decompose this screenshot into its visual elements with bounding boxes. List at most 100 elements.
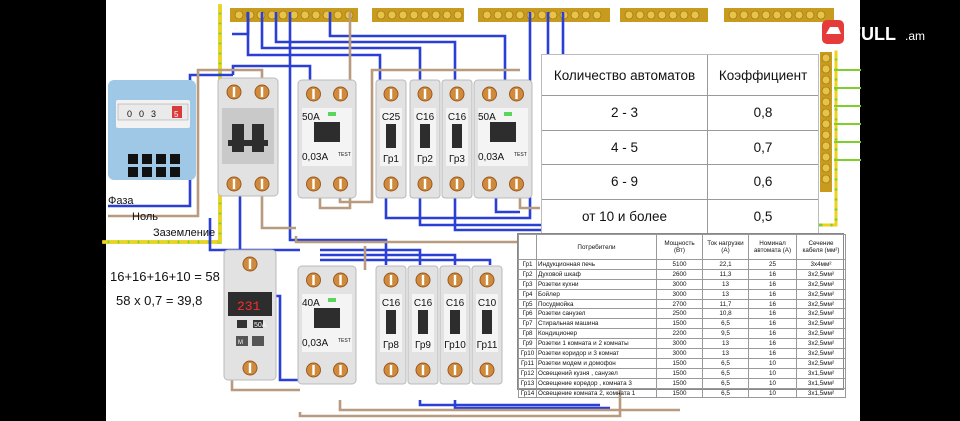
busbar-screw: [821, 174, 831, 184]
coef-count-cell: 6 - 9: [542, 164, 709, 200]
consumer-header-cell: Потребители: [536, 234, 657, 260]
relay-rating: 50A: [254, 322, 267, 329]
busbar-screw: [657, 10, 667, 20]
terminal-slot: [339, 365, 342, 375]
terminal-slot: [339, 275, 342, 285]
consumer-cell: Гр3: [518, 278, 537, 290]
busbar-screw: [772, 10, 782, 20]
breaker-rating: C10: [478, 298, 497, 309]
meter-digit-4: 5: [174, 110, 179, 119]
coef-value-cell: 0,6: [707, 164, 818, 200]
meter-digit-3: 3: [151, 109, 156, 119]
consumer-cell: Стиральная машина: [536, 318, 657, 330]
busbar-screw: [816, 10, 826, 20]
terminal-slot: [453, 275, 457, 285]
neutral-label: Ноль: [132, 211, 158, 223]
consumer-cell: 3х1,5мм²: [796, 367, 846, 379]
terminal-slot: [421, 365, 425, 375]
consumer-cell: 3000: [656, 278, 703, 290]
busbar-screw: [234, 10, 244, 20]
rcd-rating: 50A: [302, 112, 320, 123]
consumer-cell: 10,8: [702, 308, 749, 320]
watermark-suffix: .am: [905, 29, 925, 43]
consumer-cell: 25: [748, 259, 797, 270]
consumer-cell: 16: [748, 278, 797, 290]
consumer-cell: 16: [748, 328, 797, 340]
relay-display: 231: [237, 299, 261, 314]
breaker-rating: C16: [416, 112, 435, 123]
busbar-screw: [482, 10, 492, 20]
terminal-slot: [389, 365, 393, 375]
logo-icon: [822, 20, 844, 44]
terminal-slot: [339, 179, 342, 189]
busbar-screw: [821, 86, 831, 96]
busbar-screw: [821, 119, 831, 129]
consumer-cell: 13: [702, 348, 749, 359]
consumer-cell: 6,5: [702, 367, 749, 379]
terminal-slot: [488, 179, 491, 189]
breaker-group: Гр11: [477, 340, 498, 351]
busbar-screw: [821, 97, 831, 107]
terminal-slot: [312, 365, 315, 375]
busbar-screw: [570, 10, 580, 20]
busbar-screw: [646, 10, 656, 20]
busbar-screw: [821, 108, 831, 118]
consumer-cell: Кондиционер: [536, 328, 657, 340]
consumer-cell: 11,7: [702, 298, 749, 310]
consumer-cell: Гр10: [518, 348, 537, 359]
rcd-leak: 0,03A: [302, 338, 328, 349]
consumer-cell: Освещений кузня , санузел: [536, 367, 657, 379]
terminal-slot: [248, 259, 252, 269]
breaker-rating: C16: [446, 298, 465, 309]
breaker-rating: C16: [448, 112, 467, 123]
consumer-cell: 13: [702, 288, 749, 300]
busbar-screw: [821, 64, 831, 74]
phase-label: Фаза: [108, 195, 134, 207]
busbar-screw: [515, 10, 525, 20]
busbar-screw: [409, 10, 419, 20]
consumer-cell: Освещение комната 2, комната 1: [536, 387, 657, 399]
consumer-cell: 1500: [656, 387, 703, 399]
busbar-screw: [821, 75, 831, 85]
consumer-header-cell: Мощность (Вт): [656, 234, 703, 260]
consumer-cell: 6,5: [702, 377, 749, 389]
busbar-screw: [504, 10, 514, 20]
consumer-cell: 3000: [656, 348, 703, 359]
consumer-cell: 16: [748, 338, 797, 350]
rcd-leak: 0,03A: [302, 152, 328, 163]
consumer-cell: Гр2: [518, 268, 537, 280]
formula-line-2: 58 x 0,7 = 39,8: [116, 293, 203, 308]
busbar-screw: [668, 10, 678, 20]
rcd-top-left: 50A 0,03A TEST: [297, 79, 357, 199]
consumer-cell: Духовой шкаф: [536, 268, 657, 280]
terminal-slot: [515, 89, 518, 99]
consumer-cell: 5100: [656, 259, 703, 270]
terminal-slot: [453, 365, 457, 375]
rcd-test-label: TEST: [338, 152, 351, 158]
busbar-screw: [821, 152, 831, 162]
consumer-cell: Гр7: [518, 318, 537, 330]
busbar-screw: [442, 10, 452, 20]
consumer-cell: Гр6: [518, 308, 537, 320]
consumer-cell: 3х2,5мм²: [796, 278, 846, 290]
consumer-cell: 16: [748, 348, 797, 359]
rcd-leak: 0,03A: [478, 152, 504, 163]
terminal-slot: [312, 179, 315, 189]
consumer-cell: Гр9: [518, 338, 537, 350]
consumer-cell: Гр1: [518, 259, 537, 270]
consumer-cell: Гр12: [518, 367, 537, 379]
terminal-slot: [488, 89, 491, 99]
terminal-slot: [312, 275, 315, 285]
terminal-slot: [485, 275, 489, 285]
consumer-cell: 3х1,5мм²: [796, 387, 846, 399]
busbar-screw: [398, 10, 408, 20]
